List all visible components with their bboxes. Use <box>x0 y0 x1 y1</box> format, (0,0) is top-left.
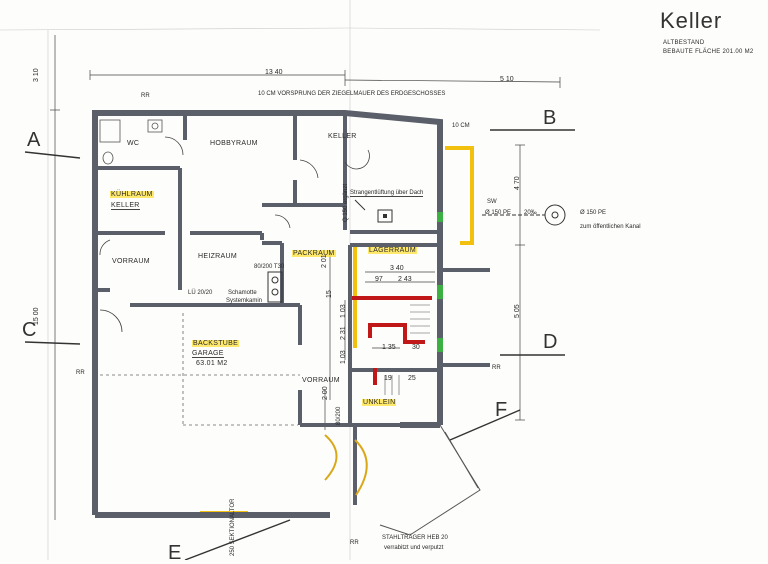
note-systemkamin: Systemkamin <box>226 298 263 304</box>
room-keller-2: KELLER <box>111 202 140 210</box>
section-lines <box>24 129 575 560</box>
subtitle-area: BEBAUTE FLÄCHE 201.00 M2 <box>663 49 754 55</box>
note-lue: LÜ 20/20 <box>188 290 213 296</box>
wc-fixtures <box>99 119 163 165</box>
dim-231: 2 31 <box>340 326 347 340</box>
note-rr-bottom: RR <box>350 540 359 546</box>
room-packraum: PACKRAUM <box>292 250 336 257</box>
doors <box>99 136 370 333</box>
note-sw-pipe: Ø 150 PE <box>485 210 512 216</box>
dimension-lines <box>50 35 561 520</box>
staircase <box>352 296 432 385</box>
subtitle-altbestand: ALTBESTAND <box>663 40 705 46</box>
dim-19: 19 <box>384 375 392 382</box>
note-q150: Q 150 ergänzt <box>343 183 349 222</box>
green-infill <box>437 212 443 352</box>
note-door-t30: 80/200 T30 <box>254 264 285 270</box>
note-kanal-pipe: Ø 150 PE <box>580 210 607 216</box>
dim-left-total: 15 00 <box>33 307 40 325</box>
note-rr-top: RR <box>141 93 150 99</box>
room-unklein: UNKLEIN <box>362 399 397 406</box>
dim-243: 2 43 <box>398 276 412 283</box>
note-kanal: zum öffentlichen Kanal <box>580 224 641 230</box>
room-heizraum: HEIZRAUM <box>198 253 237 260</box>
dim-135: 1 35 <box>382 344 396 351</box>
room-wc: WC <box>127 140 140 147</box>
section-label-c: C <box>22 319 37 341</box>
note-rr-right: RR <box>492 365 501 371</box>
dim-top-right: 5 10 <box>500 76 514 83</box>
note-traeger-2: verrabitzt und verputzt <box>384 545 444 551</box>
double-door <box>324 434 368 496</box>
note-rr-left: RR <box>76 370 85 376</box>
note-10cm: 10 CM <box>452 123 470 129</box>
room-keller: KELLER <box>328 133 357 140</box>
section-label-e: E <box>168 542 182 564</box>
dim-201: 2 01 <box>321 254 328 268</box>
room-kuehlraum: KÜHLRAUM <box>110 191 154 198</box>
walls <box>92 110 443 518</box>
room-vorraum-2: VORRAUM <box>302 377 340 384</box>
note-door-80: 80/200 <box>336 406 342 425</box>
note-sektionaltor: 250 SEKTIONALTOR <box>230 498 236 556</box>
note-sw: SW <box>487 199 497 205</box>
page-title: Keller <box>660 8 723 33</box>
room-garage: GARAGE <box>192 350 224 358</box>
note-slope: 20‰ <box>524 210 537 216</box>
dim-right-505: 5 05 <box>514 304 521 318</box>
dim-200: 2 00 <box>322 386 329 400</box>
section-label-b: B <box>543 107 557 129</box>
room-lagerraum: LAGERRAUM <box>368 247 418 254</box>
small-squares <box>377 209 393 223</box>
dashed-lines <box>100 313 300 426</box>
dim-left-top: 3 10 <box>33 68 40 82</box>
section-label-a: A <box>27 129 41 151</box>
dim-97: 97 <box>375 276 383 283</box>
note-traeger: STAHLTRÄGER HEB 20 <box>382 535 448 541</box>
note-schamotte: Schamotte <box>228 290 257 296</box>
sheet-lines <box>0 0 601 560</box>
note-ziegelmauer: 10 CM VORSPRUNG DER ZIEGELMAUER DES ERDG… <box>258 91 446 97</box>
dim-340: 3 40 <box>390 265 404 272</box>
dim-top-left: 13 40 <box>265 69 283 76</box>
section-label-f: F <box>495 399 508 421</box>
room-hobbyraum: HOBBYRAUM <box>210 140 258 147</box>
dim-103a: 1 03 <box>340 304 347 318</box>
section-label-d: D <box>543 331 558 353</box>
dim-right-470: 4 70 <box>514 176 521 190</box>
dim-15: 15 <box>326 290 333 298</box>
stair-treads <box>384 304 430 395</box>
dim-103b: 1 03 <box>340 350 347 364</box>
interior-walls <box>93 113 490 505</box>
room-backstube: BACKSTUBE <box>192 340 240 347</box>
extension-outline <box>379 424 481 536</box>
dim-25: 25 <box>408 375 416 382</box>
note-strangentlueftung: Strangentlüftung über Dach <box>350 190 424 197</box>
chimney <box>267 271 283 303</box>
room-vorraum: VORRAUM <box>112 258 150 265</box>
dim-30: 30 <box>412 344 420 351</box>
room-garage-area: 63.01 M2 <box>196 360 228 367</box>
manhole <box>482 204 566 226</box>
